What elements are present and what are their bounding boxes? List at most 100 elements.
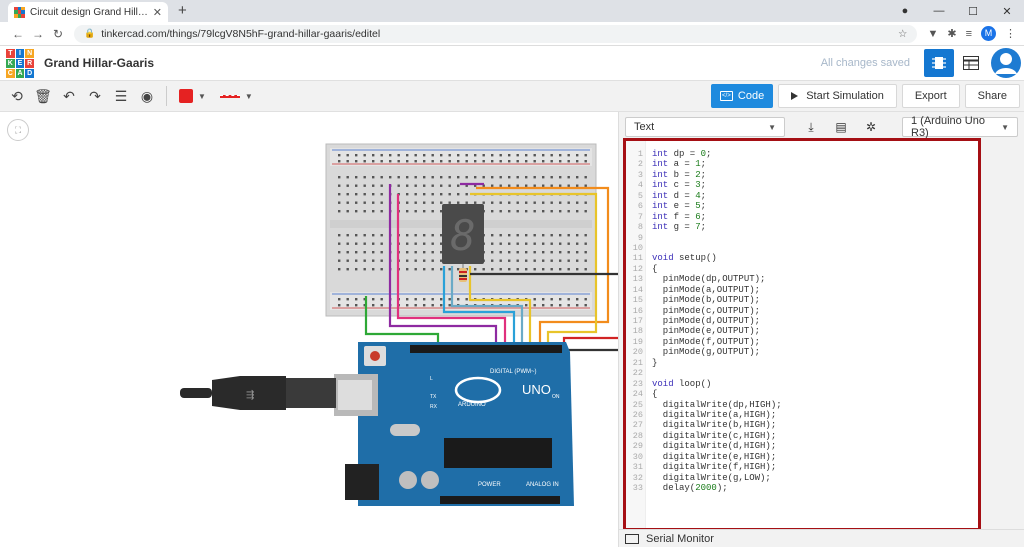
wires[interactable] [364, 182, 618, 352]
notes-icon[interactable]: ☰ [114, 87, 128, 104]
back-icon[interactable]: ← [12, 26, 24, 41]
breadboard-hole [559, 242, 562, 245]
breadboard-hole [406, 193, 409, 196]
breadboard-hole [576, 304, 579, 307]
breadboard-hole [457, 184, 460, 187]
project-name[interactable]: Grand Hillar-Gaaris [44, 56, 155, 70]
breadboard-hole [516, 201, 519, 204]
wire-type-picker[interactable]: ▼ [219, 92, 253, 101]
breadboard-hole [406, 184, 409, 187]
breadboard-hole [508, 184, 511, 187]
start-simulation-button[interactable]: Start Simulation [778, 84, 897, 108]
url-text: tinkercad.com/things/79lcgV8N5hF-grand-h… [101, 27, 381, 40]
breadboard-hole [576, 251, 579, 254]
breadboard-hole [372, 268, 375, 271]
visibility-icon[interactable]: ◉ [140, 87, 154, 104]
breadboard-hole [550, 176, 553, 179]
close-tab-icon[interactable]: ✕ [152, 6, 162, 19]
browser-menu-icon[interactable]: ⋮ [1005, 28, 1016, 40]
browser-tab[interactable]: Circuit design Grand Hillar-Gaaris ✕ [8, 2, 168, 22]
reload-icon[interactable]: ↻ [52, 26, 64, 41]
breadboard-hole [465, 160, 468, 163]
usb-cable[interactable]: ⇶ [180, 376, 336, 410]
breadboard-hole [465, 201, 468, 204]
library-icon[interactable]: ▤ [835, 119, 847, 134]
breadboard-hole [448, 154, 451, 157]
code-button[interactable]: </>Code [710, 84, 774, 108]
breadboard-hole [355, 193, 358, 196]
wire-color-picker[interactable]: ▼ [179, 89, 206, 103]
breadboard-hole [508, 154, 511, 157]
breadboard-hole [550, 251, 553, 254]
device-select[interactable]: 1 (Arduino Uno R3)▼ [902, 115, 1018, 139]
breadboard-hole [499, 242, 502, 245]
breadboard-hole [567, 259, 570, 262]
export-button[interactable]: Export [901, 84, 960, 108]
rotate-icon[interactable]: ⟲ [11, 87, 23, 104]
breadboard-hole [542, 251, 545, 254]
user-avatar[interactable] [990, 48, 1022, 78]
breadboard-hole [567, 298, 570, 301]
circuit-workspace[interactable]: ⛶ 8 [0, 112, 618, 547]
breadboard-hole [559, 304, 562, 307]
seven-segment-display[interactable]: 8 [442, 204, 484, 264]
profile-menu-icon[interactable]: ● [901, 5, 909, 17]
new-tab-button[interactable]: + [178, 2, 187, 19]
code-text: pinMode(c,OUTPUT); [652, 305, 761, 316]
close-window-icon[interactable]: ✕ [1002, 5, 1012, 18]
url-input[interactable]: 🔒 tinkercad.com/things/79lcgV8N5hF-grand… [74, 24, 918, 43]
redo-icon[interactable]: ↷ [89, 87, 101, 104]
fit-view-icon[interactable]: ⛶ [7, 119, 29, 141]
breadboard-hole [508, 176, 511, 179]
breadboard-hole [525, 210, 528, 213]
breadboard-hole [482, 176, 485, 179]
breadboard-hole [559, 210, 562, 213]
serial-monitor-toggle[interactable]: Serial Monitor [619, 529, 1024, 547]
undo-icon[interactable]: ↶ [63, 87, 75, 104]
minimize-icon[interactable]: — [933, 5, 945, 17]
maximize-icon[interactable]: ☐ [968, 5, 978, 18]
arduino-uno-board[interactable]: UNO ARDUINO DIGITAL (PWM~) POWER ANALOG … [334, 342, 574, 506]
breadboard-hole [389, 160, 392, 163]
breadboard-hole [346, 304, 349, 307]
logo-letter: E [15, 59, 25, 68]
breadboard-hole [491, 201, 494, 204]
breadboard-hole [355, 259, 358, 262]
resistor[interactable] [459, 264, 467, 282]
line-number: 26 [632, 409, 643, 420]
code-line: 18 pinMode(e,OUTPUT); [626, 326, 978, 336]
breadboard-hole [363, 160, 366, 163]
breadboard-hole [406, 160, 409, 163]
rx-label: RX [430, 404, 438, 410]
account-avatar[interactable]: M [981, 26, 996, 41]
breadboard-hole [491, 251, 494, 254]
breadboard-hole [474, 201, 477, 204]
component-list-button[interactable] [956, 49, 986, 77]
breadboard-hole [440, 268, 443, 271]
media-queue-icon[interactable]: ≡ [965, 27, 972, 40]
code-line: 12{ [626, 264, 978, 274]
forward-icon[interactable]: → [32, 26, 44, 41]
debugger-bug-icon[interactable]: ✲ [865, 119, 877, 134]
serial-monitor-icon [625, 533, 639, 544]
breadboard-hole [499, 259, 502, 262]
breadboard-hole [533, 268, 536, 271]
bookmark-star-icon[interactable]: ☆ [898, 27, 908, 40]
extensions-puzzle-icon[interactable]: ✱ [947, 28, 957, 40]
tab-title: Circuit design Grand Hillar-Gaaris [30, 6, 149, 18]
share-button[interactable]: Share [964, 84, 1020, 108]
breadboard-hole [542, 234, 545, 237]
breadboard-hole [372, 176, 375, 179]
download-icon[interactable]: ⤓ [808, 119, 814, 134]
circuit-view-button[interactable] [924, 49, 954, 77]
code-mode-select[interactable]: Text▼ [625, 117, 785, 137]
breadboard-hole [363, 298, 366, 301]
breadboard-hole [474, 268, 477, 271]
breadboard-hole [508, 259, 511, 262]
browser-tabbar: Circuit design Grand Hillar-Gaaris ✕ + ●… [0, 0, 1024, 22]
extension-v-icon[interactable]: ▼ [927, 27, 939, 40]
delete-icon[interactable]: 🗑 [34, 87, 52, 104]
